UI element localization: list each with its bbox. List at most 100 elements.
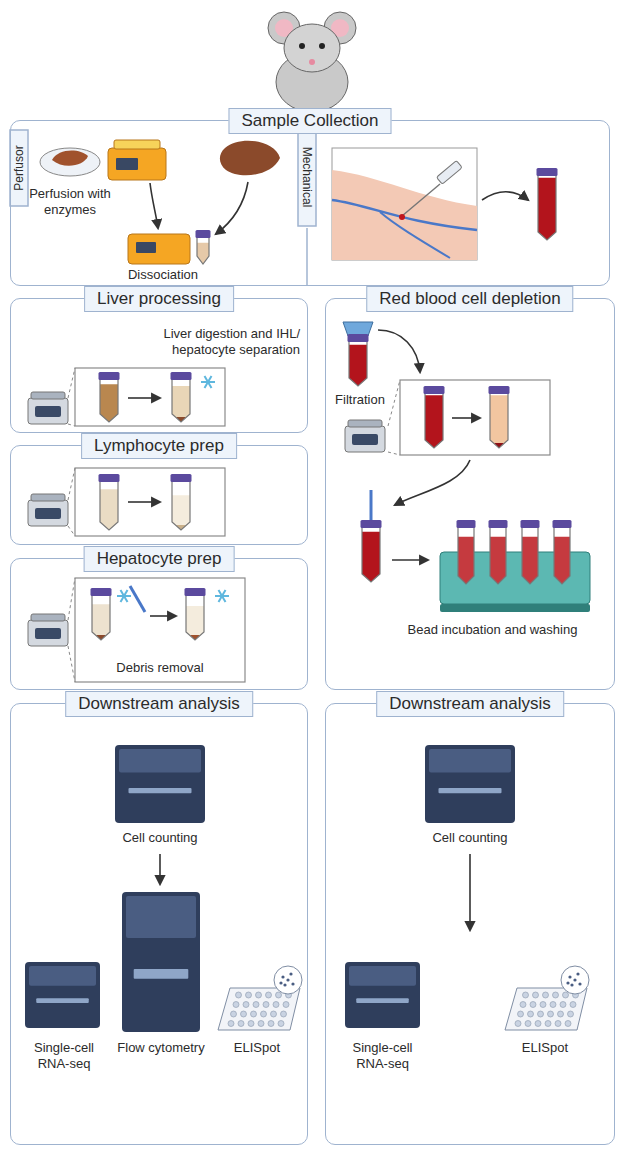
arrow: [378, 330, 420, 372]
plate-well: [273, 1002, 279, 1008]
tube-body: [349, 341, 367, 386]
spot: [578, 982, 581, 985]
zoom-line: [68, 424, 75, 426]
plate-well: [271, 1011, 277, 1017]
tube: [489, 520, 508, 584]
side-tab-label: Mechanical: [300, 147, 314, 208]
syringe: [436, 161, 462, 185]
tube-body: [522, 527, 538, 584]
snowflake-arm: [121, 590, 128, 602]
tube: [424, 386, 445, 448]
centrifuge-body: [28, 620, 68, 646]
perfusor-top: [114, 140, 160, 149]
tube-body: [490, 527, 506, 584]
leg: [332, 170, 477, 260]
instrument-label: Single-cell RNA-seq: [18, 1040, 110, 1071]
tube: [185, 588, 206, 640]
tube: [91, 588, 112, 640]
plate-well: [558, 1011, 564, 1017]
instrument-body: [345, 962, 420, 1028]
step-label: Cell counting: [90, 830, 230, 846]
filter-cup: [343, 322, 373, 336]
instrument-top: [119, 749, 201, 772]
plate-well: [533, 992, 539, 998]
plate-well: [261, 1011, 267, 1017]
plate-well: [246, 992, 252, 998]
tube-cap: [171, 474, 192, 482]
tube-cap: [99, 474, 120, 482]
instrument-top: [126, 896, 196, 938]
centrifuge-lid: [31, 614, 65, 621]
tube-fill: [490, 393, 508, 448]
tube: [171, 474, 192, 530]
tube-body: [186, 595, 204, 640]
vein: [332, 200, 477, 230]
plate-well: [266, 992, 272, 998]
perfusor-screen: [116, 158, 138, 170]
tube-fill: [458, 527, 474, 584]
tube-cap: [457, 520, 476, 528]
instrument: [425, 745, 515, 823]
tube-cap: [553, 520, 572, 528]
side-tab: [10, 130, 28, 206]
tube-fill: [349, 341, 367, 386]
tube-body: [100, 481, 118, 530]
perfusor-body: [108, 148, 166, 180]
panel-heading: Liver processing: [84, 286, 234, 312]
tube-body: [425, 393, 443, 448]
panel-heading: Downstream analysis: [65, 691, 253, 717]
zoom-box: [75, 578, 245, 682]
panel-heading: Lymphocyte prep: [81, 433, 237, 459]
zoom-line: [68, 368, 75, 398]
plate-well: [256, 992, 262, 998]
liver: [220, 141, 280, 176]
tube-cap: [185, 588, 206, 596]
mouse-head: [284, 24, 340, 72]
plate-well: [548, 1011, 554, 1017]
tube-fill: [538, 175, 556, 240]
zoom-box: [75, 468, 225, 536]
tube: [348, 334, 369, 386]
tube-liquid: [197, 243, 209, 264]
zoom-line: [68, 646, 75, 682]
panel: Downstream analysis: [10, 703, 308, 1145]
centrifuge: [28, 392, 68, 424]
arrow: [392, 559, 428, 561]
tube-cap: [489, 520, 508, 528]
zoom-line: [68, 526, 75, 536]
zoom-line: [68, 468, 75, 500]
instrument-slot: [36, 998, 89, 1003]
snowflake: [201, 376, 215, 388]
dissociator-body: [128, 234, 190, 264]
tube-liquid: [490, 395, 508, 448]
snowflake-arm: [205, 376, 212, 388]
tube-fill: [100, 379, 118, 422]
plate-well: [281, 1011, 287, 1017]
tube: [196, 230, 211, 264]
instrument-label: Single-cell RNA-seq: [335, 1040, 430, 1071]
plate-well: [563, 992, 569, 998]
zoom-box: [400, 380, 550, 455]
tube: [521, 520, 540, 584]
tube: [99, 474, 120, 530]
instrument: [122, 892, 200, 1032]
tube-fill: [554, 527, 570, 584]
centrifuge-panel: [352, 434, 378, 445]
tube-cap: [99, 372, 120, 380]
perfusor: [108, 140, 166, 180]
panel-heading: Red blood cell depletion: [366, 286, 573, 312]
plate-well: [540, 1002, 546, 1008]
plate-well: [530, 1002, 536, 1008]
side-tab: [298, 128, 316, 226]
plate-well: [525, 1021, 531, 1027]
plate-well: [251, 1011, 257, 1017]
leg-frame: [332, 148, 477, 260]
elispot-plate: [505, 966, 589, 1030]
spot: [570, 983, 573, 986]
arrow: [452, 417, 480, 419]
instrument-slot: [439, 788, 502, 793]
plate-well: [545, 1021, 551, 1027]
dissociator-screen: [136, 242, 156, 253]
plate-well: [258, 1021, 264, 1027]
